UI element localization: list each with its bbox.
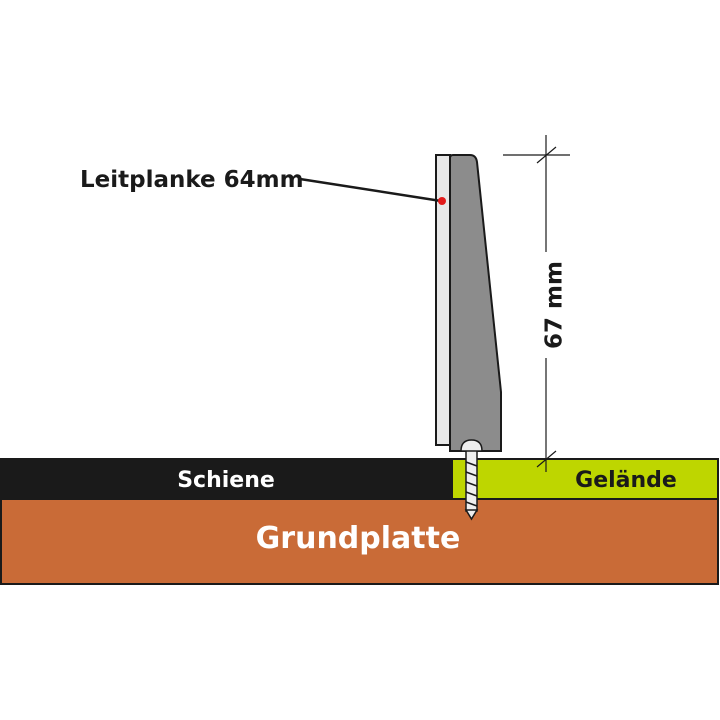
terrain-layer [451,458,719,500]
screw-head [460,439,483,452]
screw-shank [465,448,478,512]
base-plate [0,497,719,585]
rail-label: Schiene [177,468,275,493]
guardrail-marker [438,197,446,205]
height-dimension [503,135,570,472]
terrain-label: Gelände [575,468,677,493]
screw [460,439,483,521]
rail-layer [0,458,453,500]
guardrail-body [449,154,502,452]
screw-tip [464,509,479,521]
guardrail-label: Leitplanke 64mm [80,167,304,193]
guardrail-leader-line [299,177,442,203]
dimension-label: 67 mm [542,261,568,349]
base-label: Grundplatte [256,521,461,556]
dimension-tick-bottom [536,450,557,468]
